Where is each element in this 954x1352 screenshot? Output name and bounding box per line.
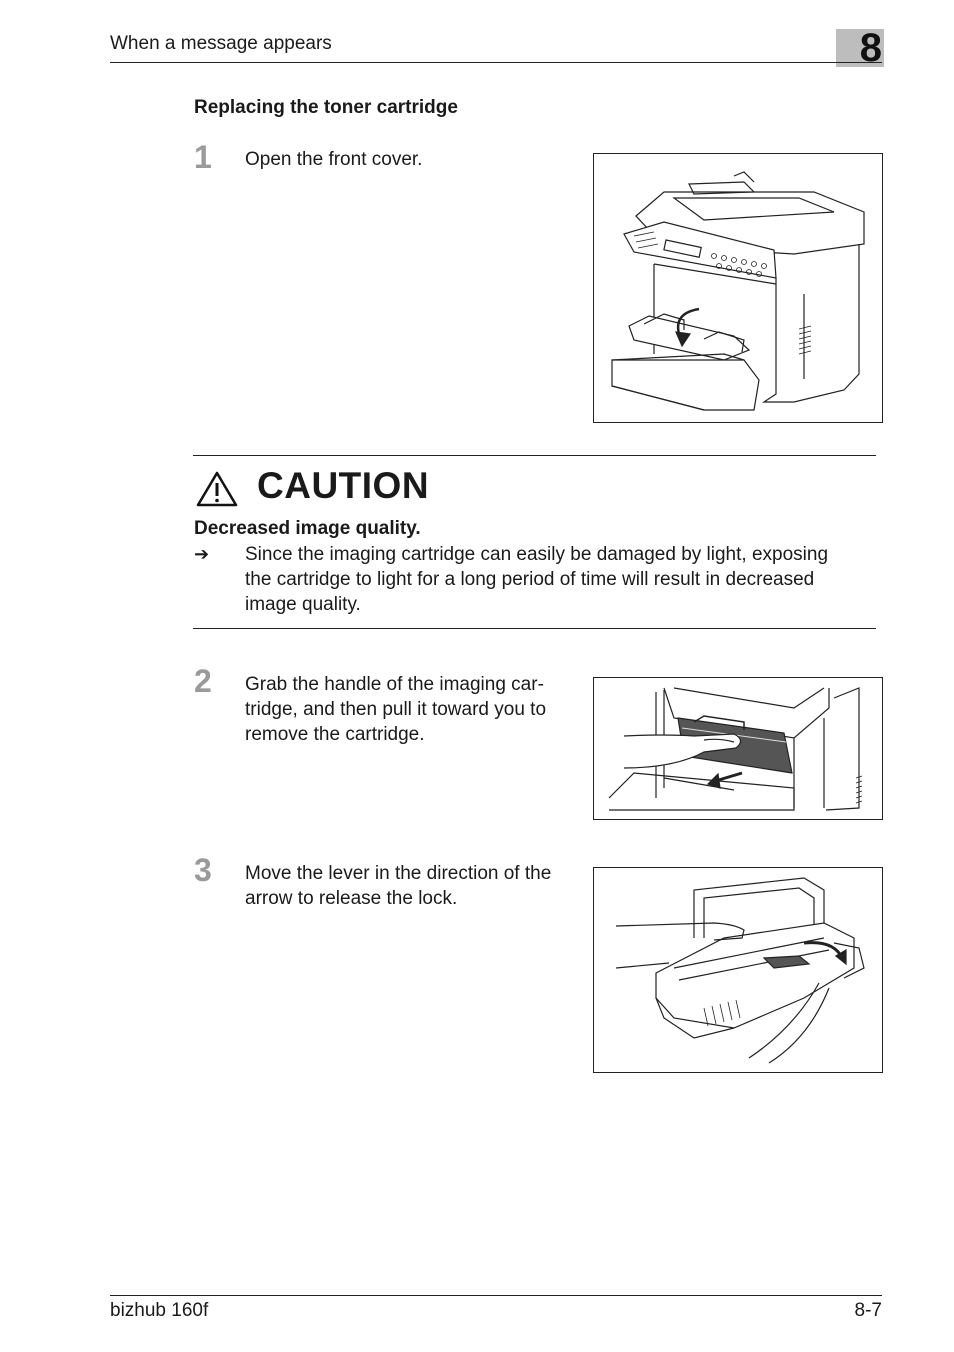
step-1-text: Open the front cover. [245, 149, 423, 170]
section-title: Replacing the toner cartridge [194, 97, 458, 118]
warning-triangle-icon [196, 471, 238, 507]
footer-divider [110, 1295, 882, 1296]
caution-text: Since the imaging cartridge can easily b… [245, 544, 829, 615]
arrow-right-icon: ➔ [194, 544, 210, 564]
chapter-number: 8 [859, 26, 882, 70]
caution-title: CAUTION [257, 465, 430, 506]
chapter-tab: 8 [836, 26, 884, 70]
step-2-number: 2 [194, 663, 212, 699]
caution-subtitle: Decreased image quality. [194, 518, 421, 539]
caution-top-divider [193, 455, 876, 456]
figure-remove-imaging-cartridge [593, 677, 883, 820]
step-2-text: Grab the handle of the imaging car- trid… [245, 674, 547, 745]
running-header-title: When a message appears [110, 33, 332, 54]
step-3-text: Move the lever in the direction of the a… [245, 863, 552, 909]
figure-release-lever [593, 867, 883, 1073]
step-1-number: 1 [194, 139, 212, 175]
footer-product-name: bizhub 160f [110, 1300, 209, 1321]
header-divider [110, 62, 882, 63]
footer-page-number: 8-7 [854, 1300, 882, 1321]
figure-open-front-cover [593, 153, 883, 423]
step-3-number: 3 [194, 852, 212, 888]
caution-bottom-divider [193, 628, 876, 629]
